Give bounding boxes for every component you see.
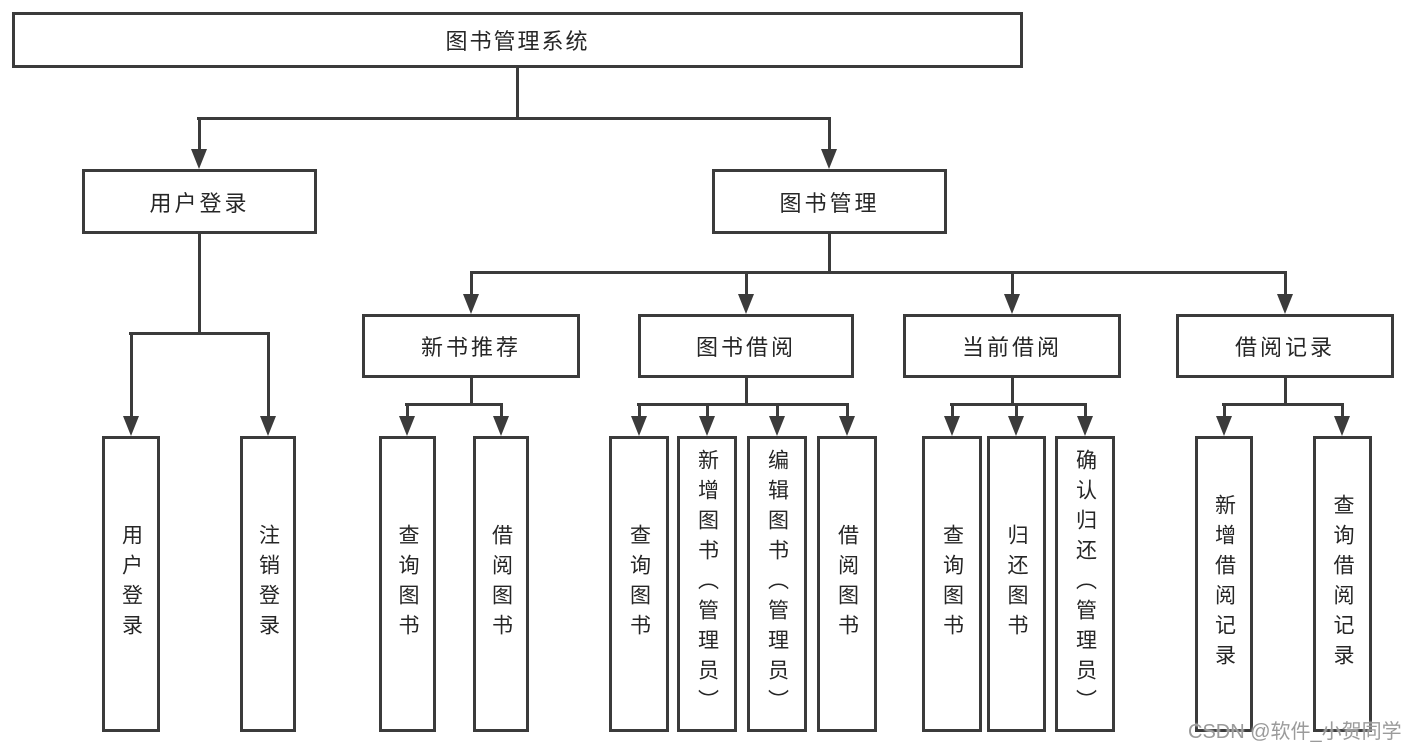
node-user-login-label: 用户登录 bbox=[149, 190, 250, 216]
connector bbox=[1341, 403, 1344, 423]
leaf-query-borrow-record: 查询借阅记录 bbox=[1313, 436, 1372, 732]
node-current-borrow-label: 当前借阅 bbox=[961, 335, 1062, 360]
node-user-login: 用户登录 bbox=[82, 169, 317, 234]
node-book-borrow: 图书借阅 bbox=[638, 314, 854, 378]
connector bbox=[1222, 403, 1344, 406]
connector bbox=[828, 117, 831, 153]
node-book-borrow-label: 图书借阅 bbox=[695, 335, 796, 360]
leaf-borrow-books: 借阅图书 bbox=[817, 436, 877, 732]
node-borrow-records-label: 借阅记录 bbox=[1234, 335, 1335, 360]
arrowhead-down-icon bbox=[1277, 294, 1293, 314]
leaf-query-books-borrow-label: 查询图书 bbox=[627, 524, 651, 644]
arrowhead-down-icon bbox=[738, 294, 754, 314]
connector bbox=[470, 378, 473, 405]
connector bbox=[745, 271, 748, 299]
leaf-user-login-label: 用户登录 bbox=[119, 524, 143, 644]
leaf-query-borrow-record-label: 查询借阅记录 bbox=[1331, 494, 1354, 674]
leaf-user-login: 用户登录 bbox=[102, 436, 160, 732]
connector bbox=[745, 378, 748, 405]
connector bbox=[406, 403, 409, 423]
arrowhead-down-icon bbox=[260, 416, 276, 436]
connector bbox=[1015, 403, 1018, 423]
arrowhead-down-icon bbox=[1334, 416, 1350, 436]
leaf-confirm-return-admin-label: 确认归还（管理员） bbox=[1073, 449, 1097, 719]
arrowhead-down-icon bbox=[821, 149, 837, 169]
connector bbox=[130, 332, 133, 420]
leaf-add-borrow-record-label: 新增借阅记录 bbox=[1212, 494, 1236, 674]
leaf-edit-books-admin: 编辑图书（管理员） bbox=[747, 436, 807, 732]
connector bbox=[638, 403, 641, 423]
leaf-query-books-recommend: 查询图书 bbox=[379, 436, 436, 732]
arrowhead-down-icon bbox=[699, 416, 715, 436]
arrowhead-down-icon bbox=[1077, 416, 1093, 436]
node-root-label: 图书管理系统 bbox=[445, 29, 590, 54]
arrowhead-down-icon bbox=[944, 416, 960, 436]
leaf-query-books-current-label: 查询图书 bbox=[940, 524, 964, 644]
connector bbox=[500, 403, 503, 423]
leaf-add-books-admin-label: 新增图书（管理员） bbox=[695, 449, 719, 719]
connector bbox=[1011, 271, 1014, 299]
arrowhead-down-icon bbox=[839, 416, 855, 436]
node-current-borrow: 当前借阅 bbox=[903, 314, 1121, 378]
leaf-logout-label: 注销登录 bbox=[256, 524, 280, 644]
connector bbox=[197, 117, 831, 120]
watermark: CSDN @软件_小贺同学 bbox=[1188, 721, 1402, 743]
connector bbox=[198, 117, 201, 153]
leaf-query-books-recommend-label: 查询图书 bbox=[396, 524, 419, 644]
leaf-add-books-admin: 新增图书（管理员） bbox=[677, 436, 737, 732]
connector bbox=[1284, 378, 1287, 405]
leaf-query-books-current: 查询图书 bbox=[922, 436, 982, 732]
connector bbox=[776, 403, 779, 423]
leaf-borrow-books-recommend: 借阅图书 bbox=[473, 436, 529, 732]
arrowhead-down-icon bbox=[1216, 416, 1232, 436]
leaf-return-books: 归还图书 bbox=[987, 436, 1046, 732]
node-root: 图书管理系统 bbox=[12, 12, 1023, 68]
arrowhead-down-icon bbox=[631, 416, 647, 436]
leaf-confirm-return-admin: 确认归还（管理员） bbox=[1055, 436, 1115, 732]
connector bbox=[129, 332, 270, 335]
connector bbox=[828, 234, 831, 273]
arrowhead-down-icon bbox=[399, 416, 415, 436]
node-book-management-label: 图书管理 bbox=[779, 190, 880, 216]
arrowhead-down-icon bbox=[123, 416, 139, 436]
arrowhead-down-icon bbox=[769, 416, 785, 436]
arrowhead-down-icon bbox=[1004, 294, 1020, 314]
leaf-borrow-books-label: 借阅图书 bbox=[835, 524, 859, 644]
node-new-book-recommend-label: 新书推荐 bbox=[420, 335, 521, 360]
node-borrow-records: 借阅记录 bbox=[1176, 314, 1394, 378]
leaf-borrow-books-recommend-label: 借阅图书 bbox=[489, 524, 513, 644]
connector bbox=[637, 403, 849, 406]
connector bbox=[706, 403, 709, 423]
leaf-logout: 注销登录 bbox=[240, 436, 296, 732]
leaf-add-borrow-record: 新增借阅记录 bbox=[1195, 436, 1253, 732]
connector bbox=[1223, 403, 1226, 423]
connector bbox=[950, 403, 1086, 406]
node-book-management: 图书管理 bbox=[712, 169, 947, 234]
connector bbox=[516, 68, 519, 119]
connector bbox=[470, 271, 473, 299]
leaf-return-books-label: 归还图书 bbox=[1005, 524, 1028, 644]
connector bbox=[1284, 271, 1287, 299]
connector bbox=[267, 332, 270, 420]
arrowhead-down-icon bbox=[191, 149, 207, 169]
connector bbox=[198, 234, 201, 334]
connector bbox=[1084, 403, 1087, 423]
connector bbox=[470, 271, 1286, 274]
node-new-book-recommend: 新书推荐 bbox=[362, 314, 580, 378]
connector bbox=[951, 403, 954, 423]
arrowhead-down-icon bbox=[1008, 416, 1024, 436]
leaf-edit-books-admin-label: 编辑图书（管理员） bbox=[765, 449, 789, 719]
leaf-query-books-borrow: 查询图书 bbox=[609, 436, 669, 732]
arrowhead-down-icon bbox=[463, 294, 479, 314]
connector bbox=[846, 403, 849, 423]
connector bbox=[405, 403, 503, 406]
arrowhead-down-icon bbox=[493, 416, 509, 436]
connector bbox=[1011, 378, 1014, 405]
